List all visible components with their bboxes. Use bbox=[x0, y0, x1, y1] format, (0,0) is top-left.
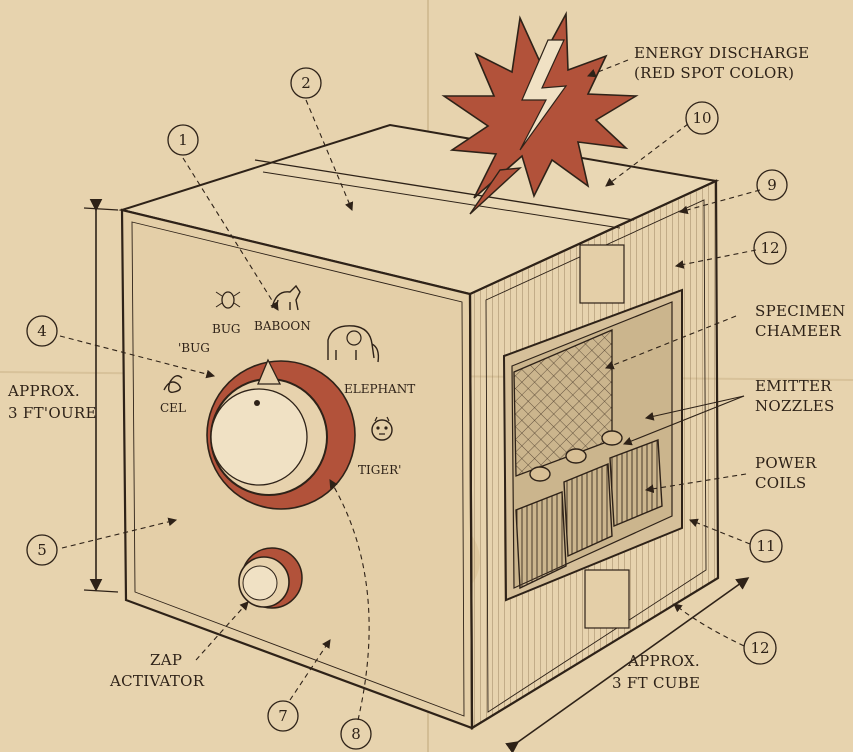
emitter-nozzle bbox=[566, 449, 586, 463]
dial-label-bug2: 'BUG bbox=[178, 341, 210, 355]
dial-label-elephant: ELEPHANT bbox=[344, 382, 415, 396]
zap-button-face bbox=[243, 566, 277, 600]
selector-dial[interactable] bbox=[207, 360, 355, 509]
hinge-plate-bottom bbox=[585, 570, 629, 628]
size-right-label: APPROX. bbox=[627, 652, 700, 670]
svg-text:11: 11 bbox=[756, 537, 775, 555]
svg-text:7: 7 bbox=[278, 707, 288, 725]
svg-text:4: 4 bbox=[37, 322, 47, 340]
svg-text:9: 9 bbox=[767, 176, 777, 194]
emitter-nozzles-label: EMITTER bbox=[755, 377, 832, 395]
zap-activator-label: ZAP bbox=[150, 651, 182, 669]
hinge-plate-top bbox=[580, 245, 624, 303]
dial-label-baboon: BABOON bbox=[254, 319, 311, 333]
power-coils-label-2: COILS bbox=[755, 474, 806, 492]
power-coils-label: POWER bbox=[755, 454, 817, 472]
dial-dot bbox=[254, 400, 260, 406]
size-left-label-2: 3 FT'OURE bbox=[8, 404, 97, 422]
dial-label-tiger: TIGER' bbox=[358, 463, 401, 477]
size-left-label: APPROX. bbox=[7, 382, 80, 400]
svg-text:8: 8 bbox=[351, 725, 361, 743]
specimen-chamber-label: SPECIMEN bbox=[755, 302, 846, 320]
svg-text:10: 10 bbox=[692, 109, 711, 127]
size-right-label-2: 3 FT CUBE bbox=[612, 674, 700, 692]
svg-text:12: 12 bbox=[750, 639, 769, 657]
svg-text:12: 12 bbox=[760, 239, 779, 257]
energy-discharge-label: ENERGY DISCHARGE bbox=[634, 44, 809, 62]
emitter-nozzle bbox=[602, 431, 622, 445]
emitter-nozzle bbox=[530, 467, 550, 481]
svg-text:5: 5 bbox=[37, 541, 47, 559]
specimen-chamber-label-2: CHAMEER bbox=[755, 322, 841, 340]
energy-discharge-note: (RED SPOT COLOR) bbox=[634, 64, 794, 82]
svg-text:2: 2 bbox=[301, 74, 311, 92]
zap-activator-label-2: ACTIVATOR bbox=[109, 672, 205, 690]
dial-label-cel: CEL bbox=[160, 401, 186, 415]
emitter-nozzles-label-2: NOZZLES bbox=[755, 397, 835, 415]
svg-text:1: 1 bbox=[178, 131, 188, 149]
dial-label-bug: BUG bbox=[212, 322, 241, 336]
